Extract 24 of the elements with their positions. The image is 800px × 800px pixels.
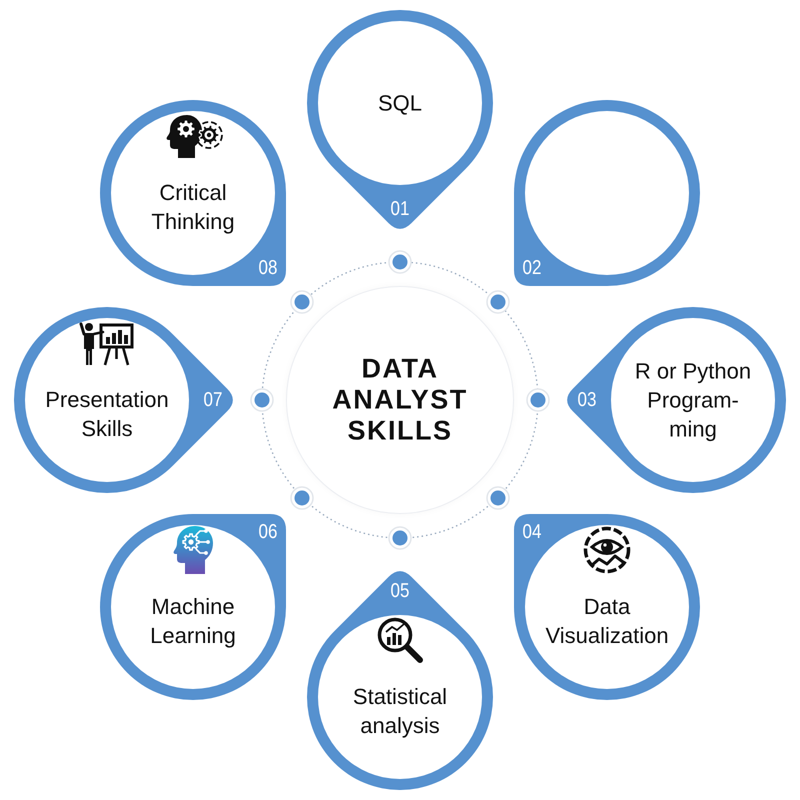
step-number: 08 [258, 256, 278, 279]
step-number: 05 [390, 580, 410, 602]
skill-label: Presentation Skills [44, 386, 170, 443]
step-number: 01 [390, 198, 410, 220]
skill-bubble [567, 307, 786, 493]
skill-bubble [307, 571, 493, 790]
skill-bubble [100, 100, 286, 286]
skill-bubble [100, 514, 286, 700]
step-number: 06 [258, 521, 278, 544]
skill-bubble [514, 100, 700, 286]
skill-label: Data Visualization [544, 593, 670, 650]
step-number: 02 [522, 256, 542, 279]
skill-label: R or Python Program- ming [634, 358, 752, 444]
step-number: 07 [204, 389, 222, 411]
skill-label: SQL [376, 90, 424, 118]
skill-bubble [14, 307, 233, 493]
center-title: DATA ANALYST SKILLS [331, 354, 469, 446]
skill-bubble [307, 10, 493, 229]
skill-bubble [514, 514, 700, 700]
skill-label: Critical Thinking [150, 179, 236, 236]
step-number: 04 [522, 521, 542, 544]
step-number: 03 [578, 389, 596, 411]
skill-label: Statistical analysis [352, 683, 448, 740]
skill-label: Machine Learning [149, 593, 237, 650]
